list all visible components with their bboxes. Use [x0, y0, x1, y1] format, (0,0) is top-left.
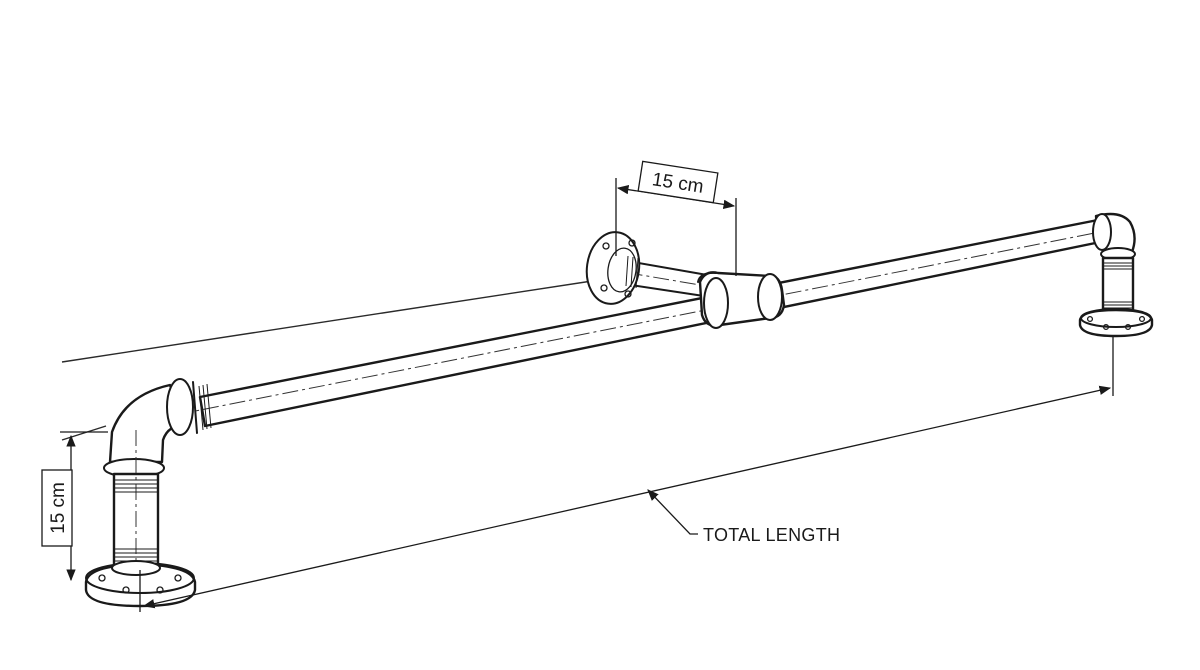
- main-pipe: [149, 217, 1131, 428]
- height-dimension: 15 cm: [41, 431, 108, 582]
- length-callout-label: TOTAL LENGTH: [703, 525, 840, 545]
- total-length-dimension: TOTAL LENGTH: [139, 336, 1114, 612]
- length-dim-line: [142, 385, 1112, 609]
- tee-connector: [697, 271, 786, 329]
- right-floor-flange: [1078, 308, 1154, 338]
- left-elbow: [103, 378, 212, 478]
- right-elbow: [1092, 212, 1136, 261]
- middle-flange-thread: [625, 255, 639, 289]
- right-leg-thread-bottom: [1103, 301, 1133, 309]
- length-callout-leader: [647, 489, 698, 535]
- right-vertical-leg: [1101, 256, 1135, 316]
- right-leg-thread-top: [1103, 262, 1133, 270]
- middle-wall-flange: [585, 231, 641, 305]
- top-offset-dimension: 15 cm: [615, 160, 737, 276]
- height-dim-label-box: [41, 469, 73, 547]
- wall-top-edge: [61, 280, 593, 363]
- wall-corner-edge: [61, 425, 107, 441]
- top-dim-label-box: [637, 160, 719, 204]
- height-dim-label: 15 cm: [48, 482, 69, 534]
